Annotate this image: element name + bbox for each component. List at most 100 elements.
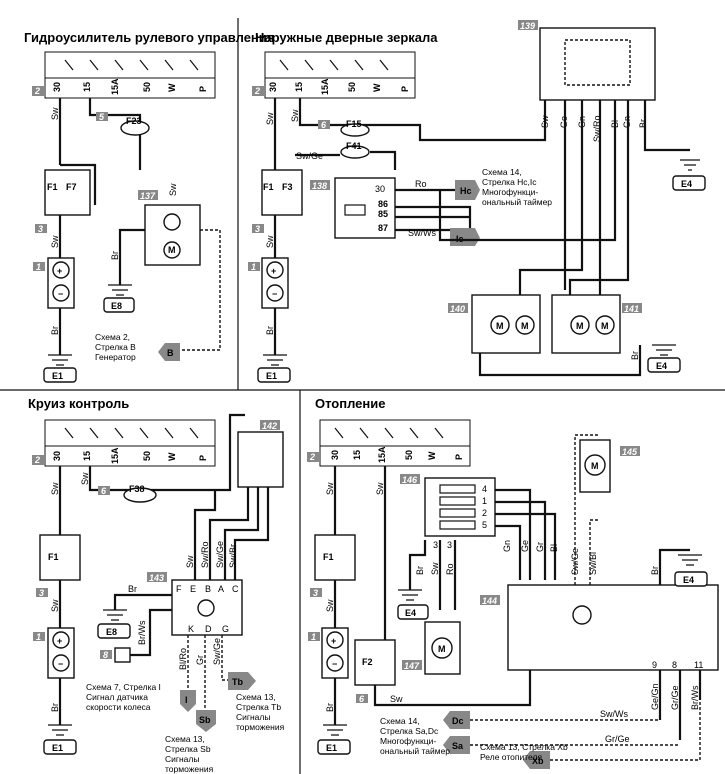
svg-text:Sw: Sw [390,694,403,704]
svg-text:E4: E4 [681,179,692,189]
svg-text:1: 1 [311,632,316,642]
svg-text:2: 2 [254,86,260,96]
svg-text:E1: E1 [52,743,63,753]
svg-text:Sw/Ge: Sw/Ge [215,541,225,568]
svg-text:Многофункци-: Многофункци- [380,736,436,746]
svg-text:W: W [427,451,437,460]
ground-e8 [97,623,131,639]
svg-text:M: M [591,461,599,471]
svg-text:1: 1 [36,262,41,272]
fusebox-f2 [354,639,396,686]
svg-text:Br: Br [265,326,275,335]
svg-text:P: P [198,86,208,92]
svg-text:торможения: торможения [165,764,214,774]
heater-relay-144 [507,584,719,671]
svg-text:8: 8 [672,660,677,670]
svg-text:F7: F7 [66,182,77,192]
arrow-sa [443,736,470,754]
svg-text:F38: F38 [129,484,145,494]
svg-text:142: 142 [262,421,277,431]
svg-text:F1: F1 [48,552,59,562]
svg-text:Bl/Ro: Bl/Ro [178,648,188,670]
svg-text:−: − [272,289,277,299]
svg-text:145: 145 [622,447,638,457]
svg-text:Sw: Sw [50,599,60,612]
svg-text:Gr/Ge: Gr/Ge [670,685,680,710]
fuse-f38 [123,487,157,503]
section-mirrors: Наружные дверные зеркала 2 30 15 15A 50 … [248,20,706,383]
svg-text:Br: Br [415,566,425,575]
svg-text:Gr/Ge: Gr/Ge [605,734,630,744]
svg-text:E1: E1 [52,371,63,381]
svg-text:50: 50 [347,82,357,92]
svg-text:F1: F1 [47,182,58,192]
svg-text:50: 50 [142,82,152,92]
svg-text:Br: Br [650,566,660,575]
svg-text:+: + [57,636,62,646]
svg-text:Gr: Gr [195,655,205,665]
svg-text:M: M [168,245,176,255]
svg-text:−: − [58,659,63,669]
fusebox-f1-f7 [44,169,91,216]
svg-text:143: 143 [149,573,164,583]
svg-text:Схема 2,: Схема 2, [95,332,130,342]
svg-text:50: 50 [142,451,152,461]
svg-text:Сигналы: Сигналы [236,712,270,722]
section-cruise-control: Круиз контроль 2 30 15 15A 50 W P Sw Sw … [28,396,285,774]
svg-text:Sw: Sw [80,472,90,485]
svg-text:Стрелка Tb: Стрелка Tb [236,702,281,712]
svg-text:Sw/Ge: Sw/Ge [212,638,222,665]
svg-text:E4: E4 [656,361,667,371]
svg-text:−: − [332,659,337,669]
arrow-dc [443,711,470,729]
svg-text:141: 141 [624,304,639,314]
svg-text:D: D [205,624,212,634]
svg-text:30: 30 [330,450,340,460]
arrow-tb [228,672,256,690]
svg-text:147: 147 [404,661,420,671]
svg-text:Схема 13,: Схема 13, [165,734,205,744]
svg-text:P: P [400,86,410,92]
svg-text:Схема 13,: Схема 13, [236,692,276,702]
svg-text:+: + [57,266,62,276]
svg-text:138: 138 [312,181,327,191]
svg-text:Br: Br [128,584,137,594]
svg-text:Xb: Xb [532,756,544,766]
svg-text:2: 2 [34,455,40,465]
svg-text:Sw/Br: Sw/Br [228,544,238,568]
svg-text:15: 15 [294,82,304,92]
svg-text:6: 6 [101,486,107,496]
ground-e4-bottom [647,357,681,373]
fuse-f23 [120,120,150,136]
svg-text:3: 3 [38,224,43,234]
svg-text:Схема 13, Стрелка Xb: Схема 13, Стрелка Xb [480,742,568,752]
svg-text:2: 2 [34,86,40,96]
svg-text:W: W [167,83,177,92]
ignition-switch [44,419,216,467]
svg-text:E8: E8 [106,627,117,637]
svg-text:F1: F1 [323,552,334,562]
svg-text:Sw: Sw [430,562,440,575]
svg-text:E: E [190,584,196,594]
svg-text:4: 4 [482,484,487,494]
svg-text:11: 11 [694,660,703,670]
section-title: Наружные дверные зеркала [255,30,438,45]
arrow-b [158,343,180,361]
svg-text:Стрелка Sa,Dc: Стрелка Sa,Dc [380,726,439,736]
svg-text:Sw/Ws: Sw/Ws [600,709,628,719]
svg-text:1: 1 [36,632,41,642]
ground-e8 [103,297,135,313]
svg-text:Sw/Ws: Sw/Ws [408,228,436,238]
svg-text:торможения: торможения [236,722,285,732]
svg-text:E8: E8 [111,301,122,311]
svg-text:F2: F2 [362,657,373,667]
svg-text:6: 6 [359,694,365,704]
svg-text:F3: F3 [282,182,293,192]
svg-text:3: 3 [433,540,438,550]
svg-text:85: 85 [378,209,388,219]
svg-text:Br: Br [50,326,60,335]
svg-text:E4: E4 [683,575,694,585]
svg-text:6: 6 [321,120,327,130]
ground-e4-right [674,571,708,587]
